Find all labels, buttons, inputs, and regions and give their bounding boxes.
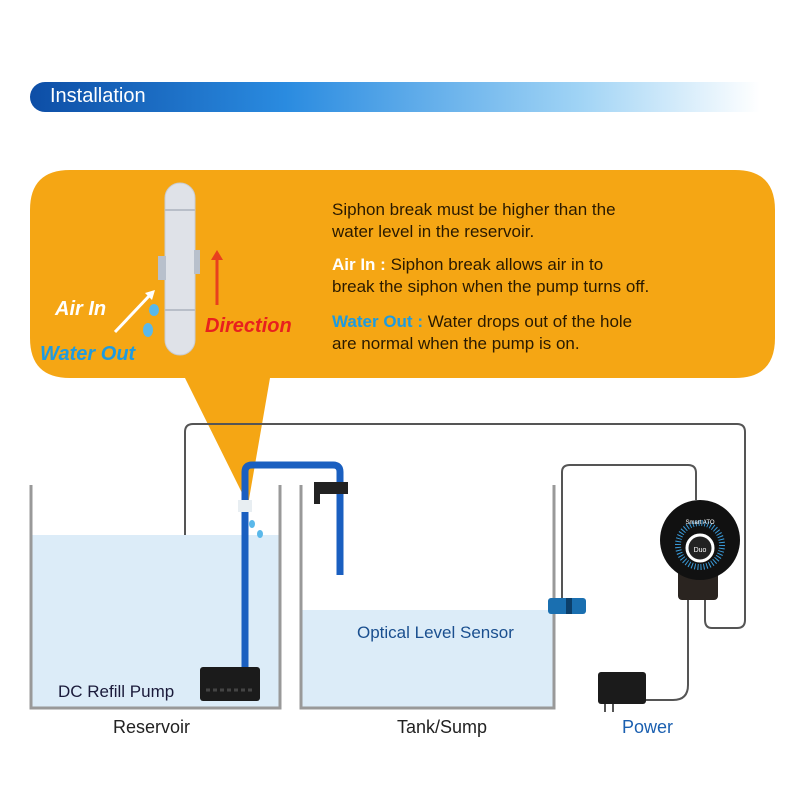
water-out-description-2: are normal when the pump is on. — [332, 334, 580, 353]
sensor-label: Optical Level Sensor — [357, 623, 514, 642]
siphon-break — [238, 500, 252, 512]
section-header: Installation — [30, 82, 760, 112]
water-out-description: Water Out : Water drops out of the hole — [332, 312, 632, 331]
siphon-break-icon — [158, 182, 200, 356]
air-in-description: Air In : Siphon break allows air in to — [332, 255, 603, 274]
pump-icon — [200, 667, 260, 701]
direction-arrow-icon — [211, 250, 223, 305]
power-adapter-icon — [598, 672, 646, 712]
controller-brand: Smart ATO — [685, 520, 714, 526]
water-drops-icon — [143, 304, 159, 337]
blue-tube — [241, 461, 344, 670]
controller-badge: Duo — [694, 547, 707, 554]
direction-label: Direction — [205, 315, 292, 337]
sump-tank — [299, 485, 556, 710]
air-in-label: Air In — [54, 298, 106, 320]
callout-line-1: Siphon break must be higher than the — [332, 200, 616, 219]
power-label: Power — [622, 717, 673, 737]
optical-sensor-icon — [548, 598, 586, 614]
reservoir-label: Reservoir — [113, 717, 190, 737]
controller-icon: Duo Smart ATO — [660, 500, 740, 600]
wires — [184, 423, 746, 701]
water-out-label: Water Out — [40, 343, 137, 365]
tank-label: Tank/Sump — [397, 717, 487, 737]
section-title: Installation — [50, 85, 146, 107]
tube-holder-icon — [314, 482, 348, 504]
pump-label: DC Refill Pump — [58, 682, 174, 701]
callout-line-2: water level in the reservoir. — [331, 222, 534, 241]
air-in-arrow-icon — [113, 290, 155, 334]
air-in-description-2: break the siphon when the pump turns off… — [332, 277, 649, 296]
